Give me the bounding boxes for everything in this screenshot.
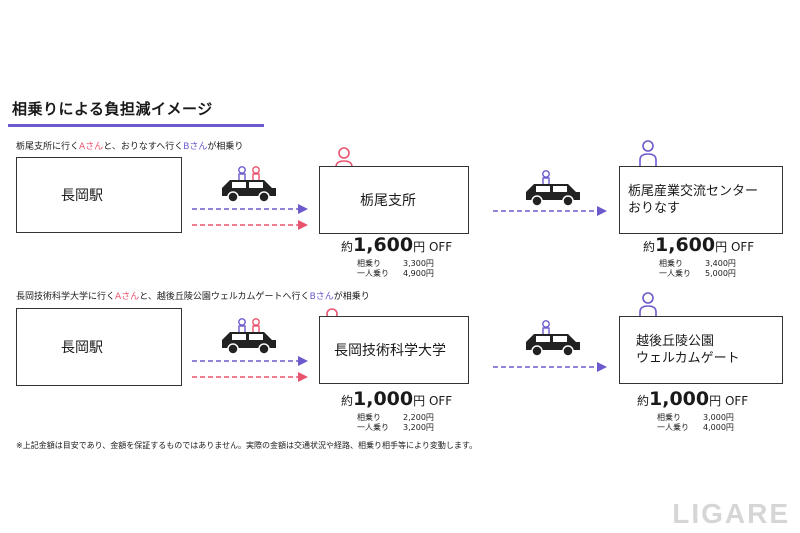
solo-label: 一人乗り: [357, 423, 389, 432]
solo-value: 5,000円: [705, 269, 736, 278]
scenario2-stop2-box: 越後丘陵公園 ウェルカムゲート: [619, 316, 783, 384]
scenario1-saving2: 約1,600円 OFF: [643, 234, 754, 256]
scenario2-stop2-line2: ウェルカムゲート: [636, 351, 740, 366]
scenario1-route-arrow-b: [493, 206, 607, 216]
scenario2-origin-label: 長岡駅: [61, 340, 103, 356]
solo-label: 一人乗り: [357, 269, 389, 278]
scenario2-stop2-line1: 越後丘陵公園: [636, 334, 715, 349]
scenario1-stop2-line1: 栃尾産業交流センター: [628, 184, 759, 199]
scenario1-origin-label: 長岡駅: [61, 188, 103, 204]
title-underline: [8, 124, 264, 127]
saving-amount: 1,000: [353, 388, 414, 410]
saving-prefix: 約: [637, 394, 650, 408]
saving-suffix: 円 OFF: [709, 394, 749, 408]
scenario1-origin-box: 長岡駅: [16, 157, 182, 233]
scenario1-stop2-box: 栃尾産業交流センター おりなす: [619, 166, 783, 234]
scenario2-stop1-label: 長岡技術科学大学: [334, 343, 446, 359]
ligare-logo: LIGARE: [672, 498, 790, 529]
scenario2-stop1-box: 長岡技術科学大学: [319, 316, 469, 384]
scenario2-saving2-detail: 相乗り 3,000円 一人乗り 4,000円: [657, 413, 734, 433]
scenario2-caption-a: 長岡技術科学大学に行く: [16, 292, 116, 302]
scenario1-stop2-line2: おりなす: [628, 201, 681, 216]
scenario1-person-b: Bさん: [183, 142, 208, 152]
shared-value: 3,400円: [705, 259, 736, 268]
scenario1-caption-mid: と、おりなすへ行く: [103, 142, 184, 152]
saving-amount: 1,600: [353, 234, 414, 256]
shared-label: 相乗り: [659, 259, 683, 268]
solo-value: 3,200円: [403, 423, 434, 432]
shared-value: 2,200円: [403, 413, 434, 422]
scenario2-origin-box: 長岡駅: [16, 308, 182, 386]
scenario2-route-arrows: [192, 356, 308, 382]
scenario2-person-a: Aさん: [115, 292, 140, 302]
saving-prefix: 約: [341, 240, 354, 254]
scenario2-saving1-detail: 相乗り 2,200円 一人乗り 3,200円: [357, 413, 434, 433]
solo-label: 一人乗り: [657, 423, 689, 432]
scenario2-route-arrow-b: [493, 362, 607, 372]
solo-label: 一人乗り: [659, 269, 691, 278]
scenario2-caption: 長岡技術科学大学に行くAさんと、越後丘陵公園ウェルカムゲートへ行くBさんが相乗り: [16, 289, 370, 302]
shared-label: 相乗り: [657, 413, 681, 422]
scenario2-saving1: 約1,000円 OFF: [341, 388, 452, 410]
shared-value: 3,000円: [703, 413, 734, 422]
saving-amount: 1,600: [655, 234, 716, 256]
shared-taxi-icon: [222, 166, 276, 203]
disclaimer-note: ※上記金額は目安であり、金額を保証するものではありません。実際の金額は交通状況や…: [16, 441, 478, 450]
scenario1-route-arrows: [192, 204, 308, 230]
taxi-icon: [526, 320, 580, 357]
scenario1-caption-end: が相乗り: [207, 142, 244, 152]
scenario2-caption-mid: と、越後丘陵公園ウェルカムゲートへ行く: [139, 292, 310, 302]
scenario2-saving2: 約1,000円 OFF: [637, 388, 748, 410]
scenario1-caption-a: 栃尾支所に行く: [16, 142, 80, 152]
solo-value: 4,900円: [403, 269, 434, 278]
scenario1-saving2-detail: 相乗り 3,400円 一人乗り 5,000円: [659, 259, 736, 279]
scenario2-person-b: Bさん: [309, 292, 334, 302]
shared-value: 3,300円: [403, 259, 434, 268]
scenario1-caption: 栃尾支所に行くAさんと、おりなすへ行くBさんが相乗り: [16, 139, 243, 152]
scenario1-person-a: Aさん: [79, 142, 104, 152]
solo-value: 4,000円: [703, 423, 734, 432]
saving-amount: 1,000: [649, 388, 710, 410]
page-title: 相乗りによる負担減イメージ: [12, 100, 213, 118]
scenario1-stop1-box: 栃尾支所: [319, 166, 469, 234]
shared-label: 相乗り: [357, 259, 381, 268]
scenario1-saving1: 約1,600円 OFF: [341, 234, 452, 256]
saving-suffix: 円 OFF: [413, 394, 453, 408]
shared-taxi-icon: [222, 318, 276, 355]
taxi-icon: [526, 170, 580, 207]
saving-prefix: 約: [643, 240, 656, 254]
scenario1-stop1-label: 栃尾支所: [360, 193, 416, 209]
saving-prefix: 約: [341, 394, 354, 408]
saving-suffix: 円 OFF: [413, 240, 453, 254]
shared-label: 相乗り: [357, 413, 381, 422]
scenario2-caption-end: が相乗り: [333, 292, 370, 302]
saving-suffix: 円 OFF: [715, 240, 755, 254]
scenario1-saving1-detail: 相乗り 3,300円 一人乗り 4,900円: [357, 259, 434, 279]
